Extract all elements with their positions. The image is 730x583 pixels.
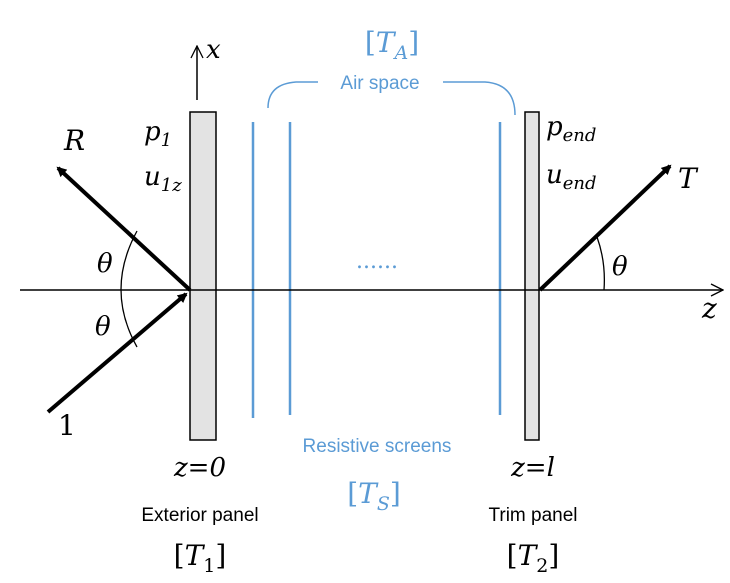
angle-arc-right [596, 236, 605, 291]
transmitted-wave-arrow [538, 164, 672, 292]
angle-label-incident: θ [95, 312, 111, 342]
exterior-panel-label: Exterior panel [141, 505, 258, 526]
velocity-right: uend [546, 160, 597, 194]
air-space-bracket [267, 81, 318, 109]
transmitted-label: T [678, 162, 699, 195]
air-space-bracket-right [443, 81, 516, 116]
trim-panel-matrix: [T2] [507, 539, 560, 577]
angle-arc-left [120, 230, 138, 348]
exterior-panel [189, 111, 217, 441]
incident-wave-arrow [46, 292, 188, 414]
trim-panel [524, 111, 540, 441]
angle-label-reflected: θ [97, 249, 113, 279]
screens-ellipsis: ...... [356, 249, 398, 274]
angle-label-transmitted: θ [612, 252, 628, 282]
reflected-label: R [63, 124, 85, 157]
x-axis-label: x [206, 35, 221, 65]
resistive-screens-label: Resistive screens [303, 436, 452, 457]
incident-label: 1 [58, 409, 76, 442]
trim-panel-label: Trim panel [488, 505, 577, 526]
pressure-right: pend [546, 112, 596, 146]
air-space-matrix: [TA] [365, 26, 419, 64]
position-right: z=l [510, 453, 555, 483]
position-left: z=0 [173, 453, 226, 483]
air-space-label: Air space [340, 73, 419, 94]
pressure-left: p1 [144, 117, 172, 151]
z-axis-label: z [701, 292, 717, 325]
velocity-left: u1z [144, 162, 182, 196]
resistive-screens-matrix: [TS] [347, 477, 401, 515]
reflected-wave-arrow [56, 166, 192, 292]
exterior-panel-matrix: [T1] [174, 539, 227, 577]
